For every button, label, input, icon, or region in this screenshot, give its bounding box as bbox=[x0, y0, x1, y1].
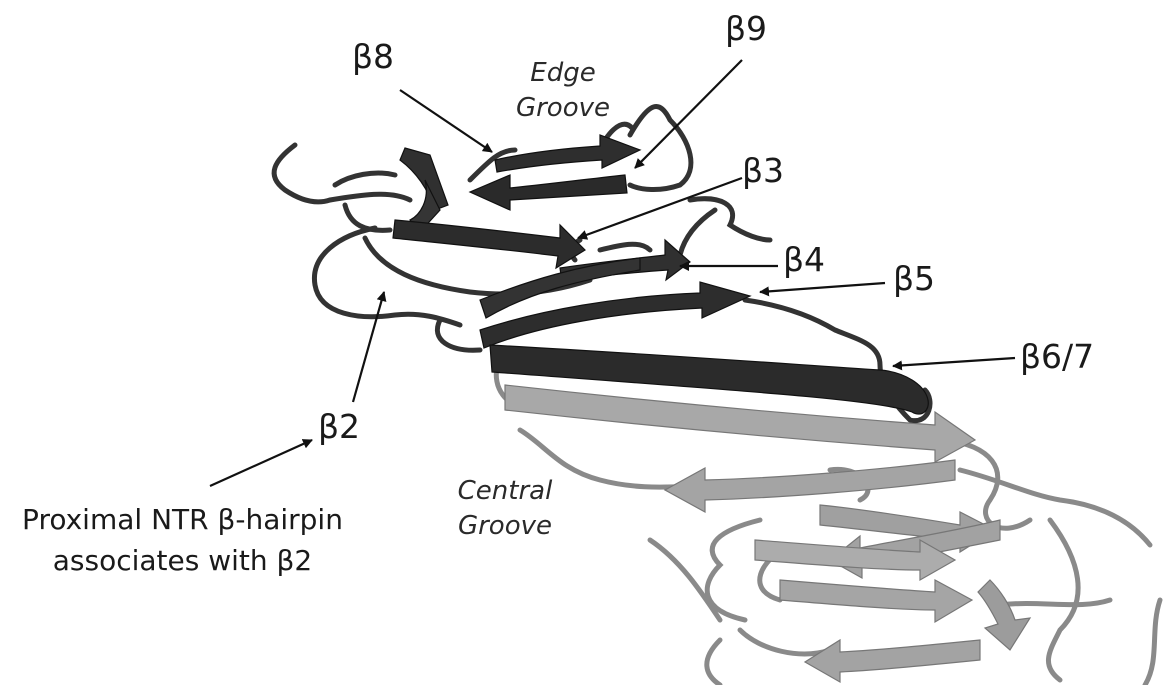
arrow-b8 bbox=[400, 90, 492, 152]
ntr-caption: Proximal NTR β-hairpin associates with β… bbox=[10, 500, 355, 581]
edge-groove-line1: Edge bbox=[498, 56, 628, 91]
label-beta3: β3 bbox=[742, 154, 784, 187]
dark-domain bbox=[274, 106, 930, 420]
light-domain bbox=[496, 350, 1160, 685]
ntr-caption-line1: Proximal NTR β-hairpin bbox=[10, 500, 355, 541]
arrow-b2 bbox=[353, 292, 384, 402]
label-beta8: β8 bbox=[352, 40, 394, 73]
label-beta5: β5 bbox=[893, 262, 935, 295]
label-beta2: β2 bbox=[318, 410, 360, 443]
central-groove-line2: Groove bbox=[440, 509, 570, 544]
label-beta9: β9 bbox=[725, 12, 767, 45]
edge-groove-line2: Groove bbox=[498, 91, 628, 126]
central-groove-label: Central Groove bbox=[440, 474, 570, 544]
central-groove-line1: Central bbox=[440, 474, 570, 509]
ntr-caption-line2: associates with β2 bbox=[10, 541, 355, 582]
arrow-b67 bbox=[893, 358, 1015, 366]
label-beta6-7: β6/7 bbox=[1020, 340, 1094, 373]
edge-groove-label: Edge Groove bbox=[498, 56, 628, 126]
label-beta4: β4 bbox=[783, 243, 825, 276]
arrow-caption bbox=[210, 440, 312, 486]
arrow-b5 bbox=[760, 283, 885, 292]
